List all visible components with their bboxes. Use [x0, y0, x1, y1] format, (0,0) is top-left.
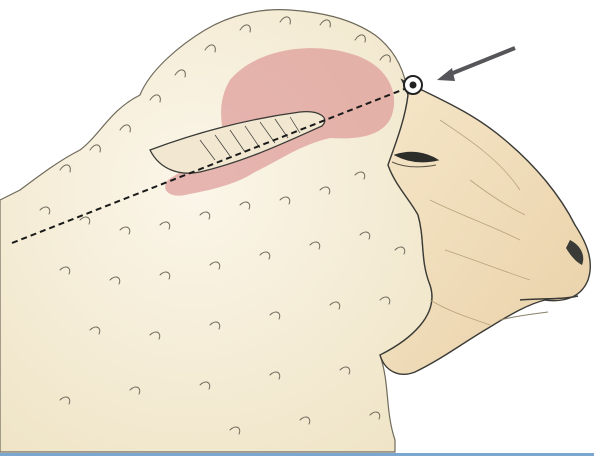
direction-arrow — [437, 48, 515, 81]
entry-point-marker — [404, 76, 422, 94]
